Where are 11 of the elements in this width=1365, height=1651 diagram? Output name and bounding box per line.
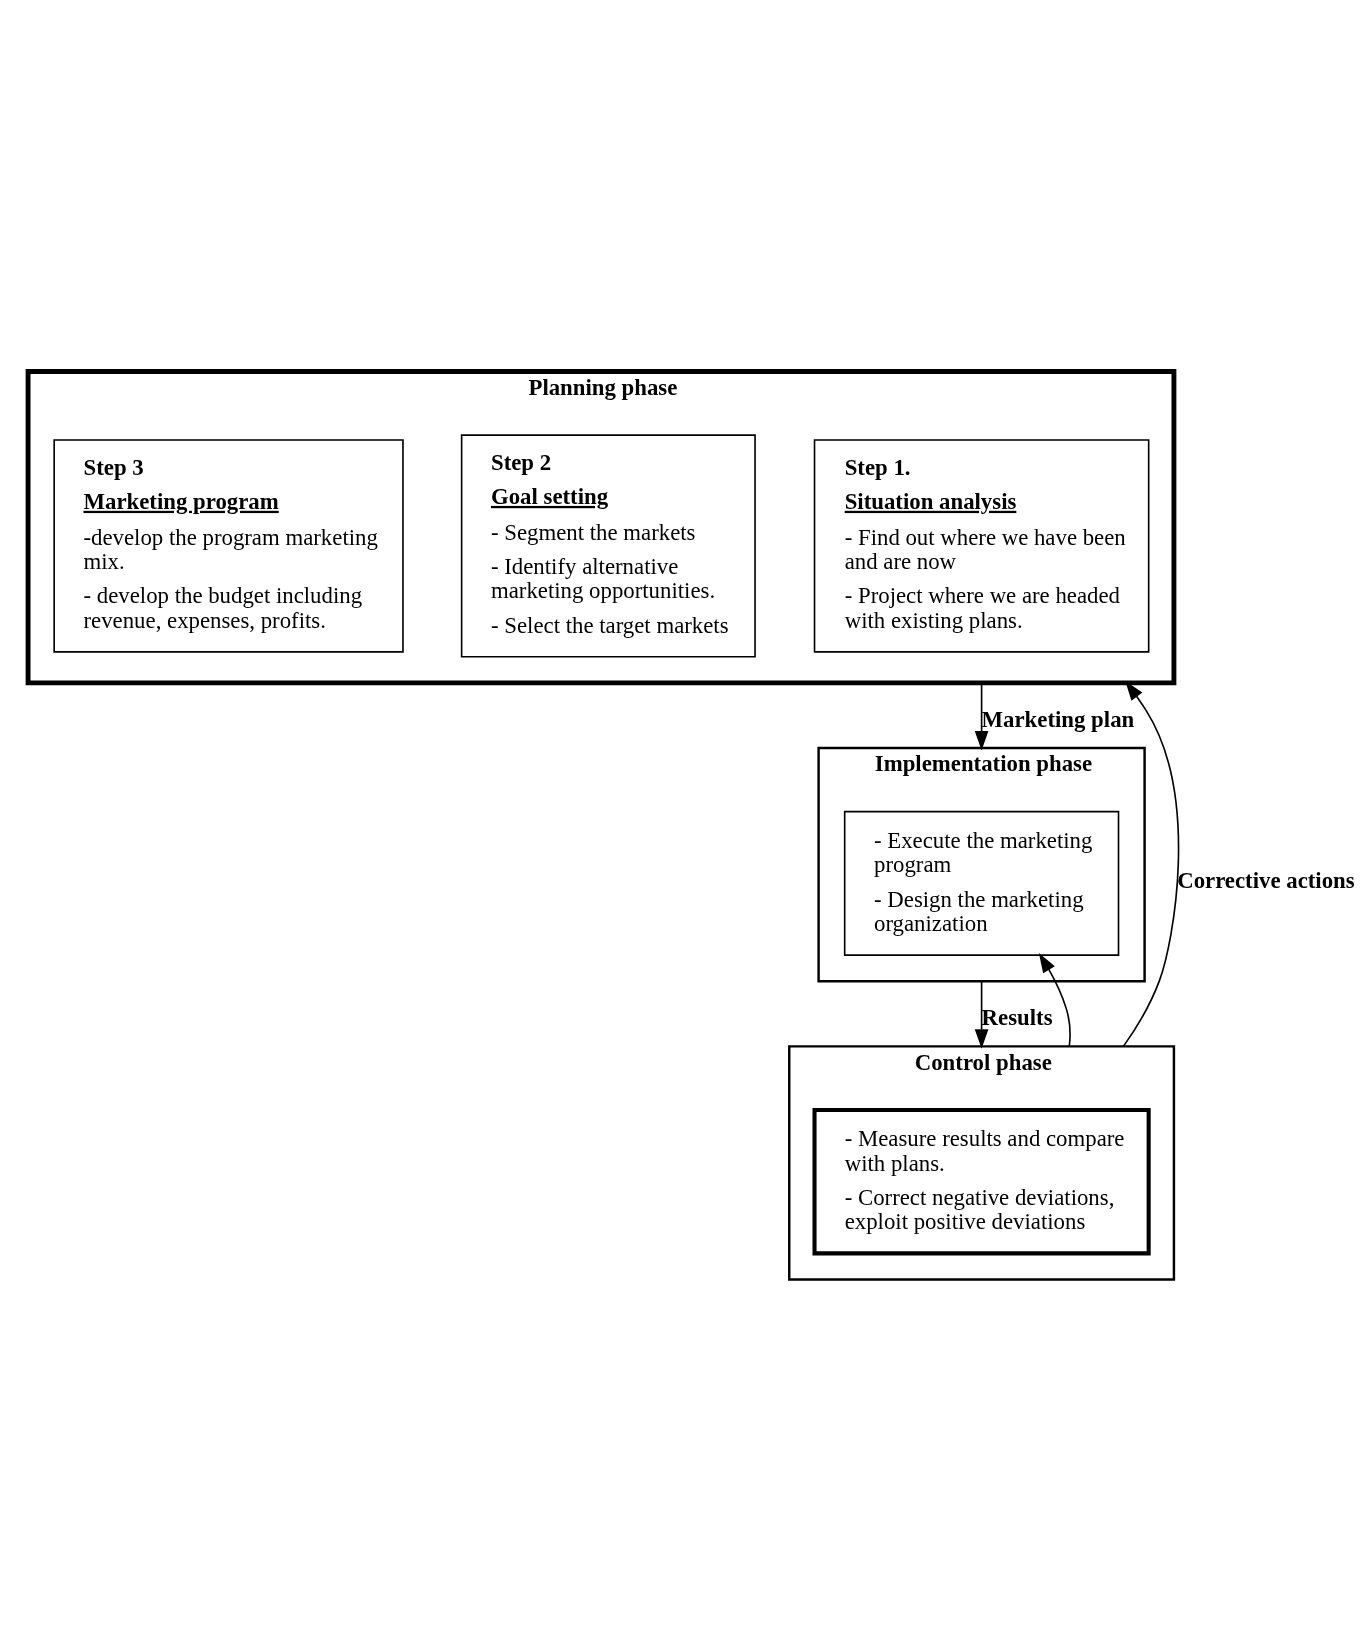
node-box: Step 1. Situation analysis - Find out where we have been and are now - Project where we are headed with existing plans.	[813, 439, 1150, 653]
edge-label: Results	[981, 1005, 1053, 1031]
edge-label: Marketing plan	[981, 707, 1135, 733]
node-box: Step 2 Goal setting - Segment the markets - Identify alternative marketing opportunities. - Select the target markets	[460, 434, 756, 658]
arrow	[974, 682, 989, 751]
node-box: - Measure results and compare with plans. - Correct negative deviations, exploit positive deviations	[812, 1107, 1151, 1256]
edge-label: Corrective actions	[1177, 867, 1355, 893]
node-box: - Execute the marketing program - Design the marketing organization	[843, 810, 1120, 956]
node-box: Step 3 Marketing program -develop the program marketing mix. - develop the budget including revenue, expenses, profits.	[53, 439, 404, 653]
arrow	[1038, 953, 1071, 1048]
arrow	[974, 980, 989, 1049]
